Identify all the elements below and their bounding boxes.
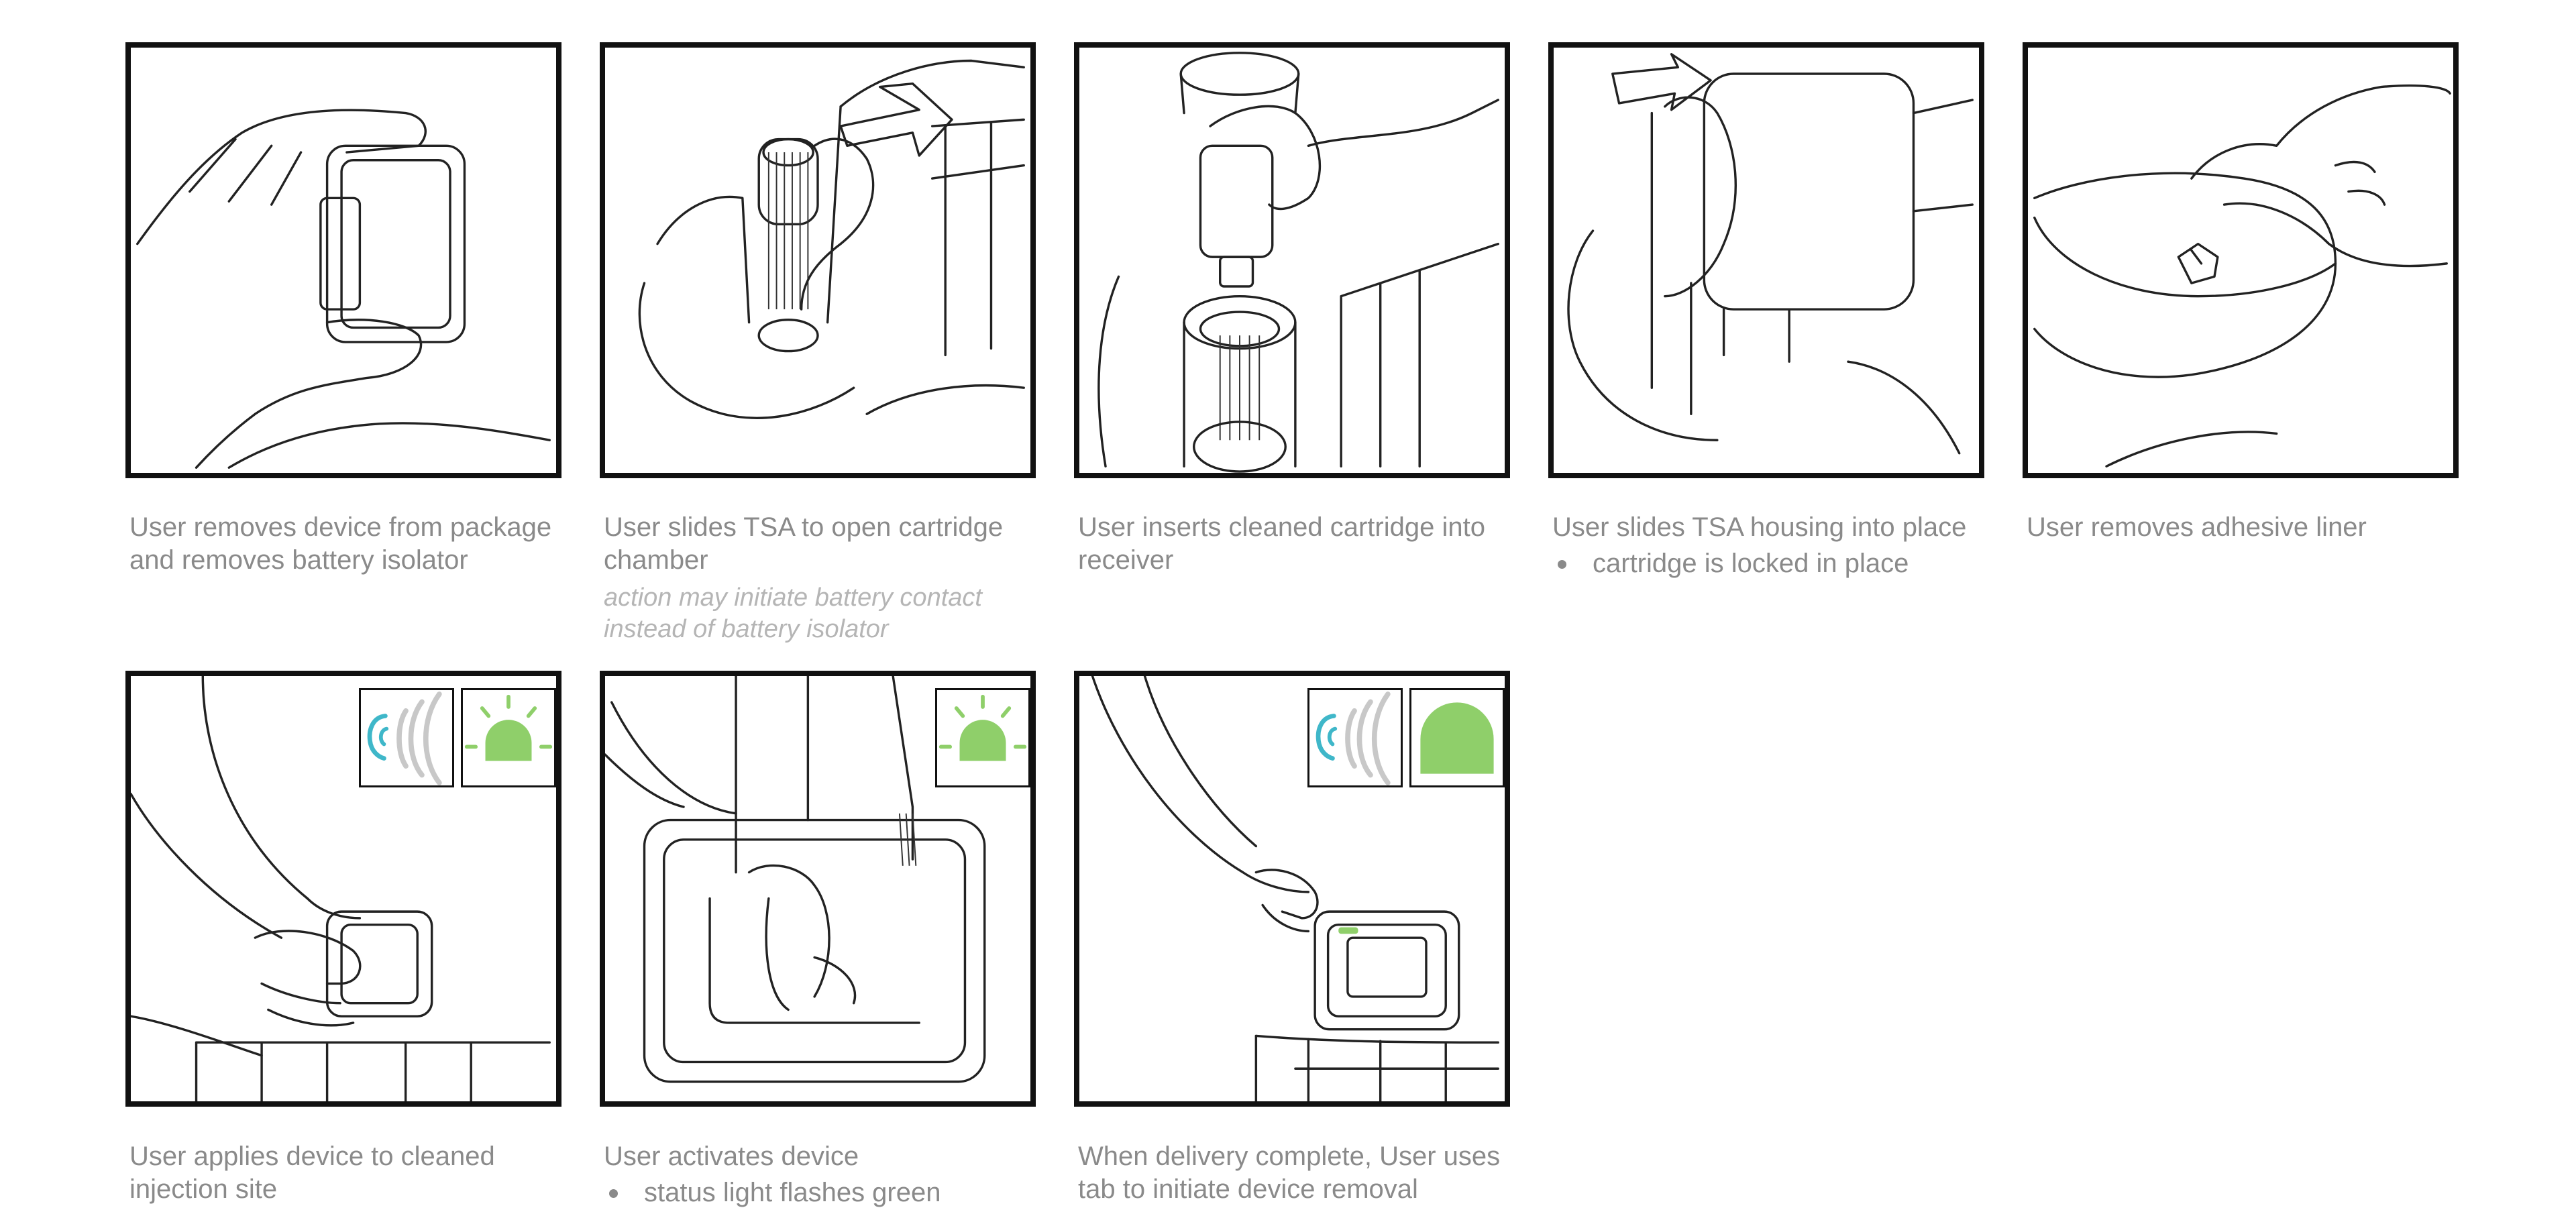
step-5-caption: User removes adhesive liner	[2027, 512, 2367, 542]
step-4-illustration	[1548, 42, 1984, 478]
removing-device-drawing	[1091, 676, 1499, 1101]
step-6-light-indicator	[461, 688, 556, 787]
step-2-caption: User slides TSA to open cartridge chambe…	[604, 512, 1004, 575]
step-1-illustration	[125, 42, 561, 478]
step-7-bullet: status light flashes green	[604, 1176, 1046, 1209]
step-8-sound-indicator	[1307, 688, 1403, 787]
removing-liner-drawing	[2033, 84, 2451, 467]
step-6-caption: User applies device to cleaned injection…	[129, 1142, 495, 1204]
inserting-cartridge-drawing	[1097, 52, 1499, 473]
step-8-illustration	[1074, 671, 1510, 1107]
sound-icon	[367, 692, 442, 785]
status-light-solid-icon	[1420, 702, 1494, 774]
status-light-flash-icon	[464, 694, 553, 761]
step-5-illustration	[2023, 42, 2459, 478]
step-7-caption: User activates device	[604, 1142, 859, 1171]
sound-icon	[1316, 692, 1391, 785]
step-3-illustration	[1074, 42, 1510, 478]
activating-device-drawing	[605, 676, 986, 1083]
step-6-illustration	[125, 671, 561, 1107]
hand-holding-device-drawing	[136, 109, 551, 469]
step-8-caption: When delivery complete, User uses tab to…	[1078, 1142, 1501, 1204]
step-4-bullet: cartridge is locked in place	[1552, 547, 1995, 580]
sliding-housing-drawing	[1567, 53, 1974, 455]
step-8-light-indicator	[1409, 688, 1505, 787]
status-light-flash-icon	[938, 694, 1027, 761]
step-7-light-indicator	[935, 688, 1030, 787]
step-3-caption: User inserts cleaned cartridge into rece…	[1078, 512, 1485, 575]
step-6-sound-indicator	[359, 688, 454, 787]
step-1-caption: User removes device from package and rem…	[129, 512, 552, 575]
step-4-caption: User slides TSA housing into place	[1552, 512, 1967, 542]
step-2-note: action may initiate battery contact inst…	[604, 584, 982, 643]
applying-device-drawing	[131, 676, 551, 1101]
step-7-illustration	[600, 671, 1036, 1107]
step-2-illustration	[600, 42, 1036, 478]
sliding-tsa-drawing	[638, 59, 1025, 419]
